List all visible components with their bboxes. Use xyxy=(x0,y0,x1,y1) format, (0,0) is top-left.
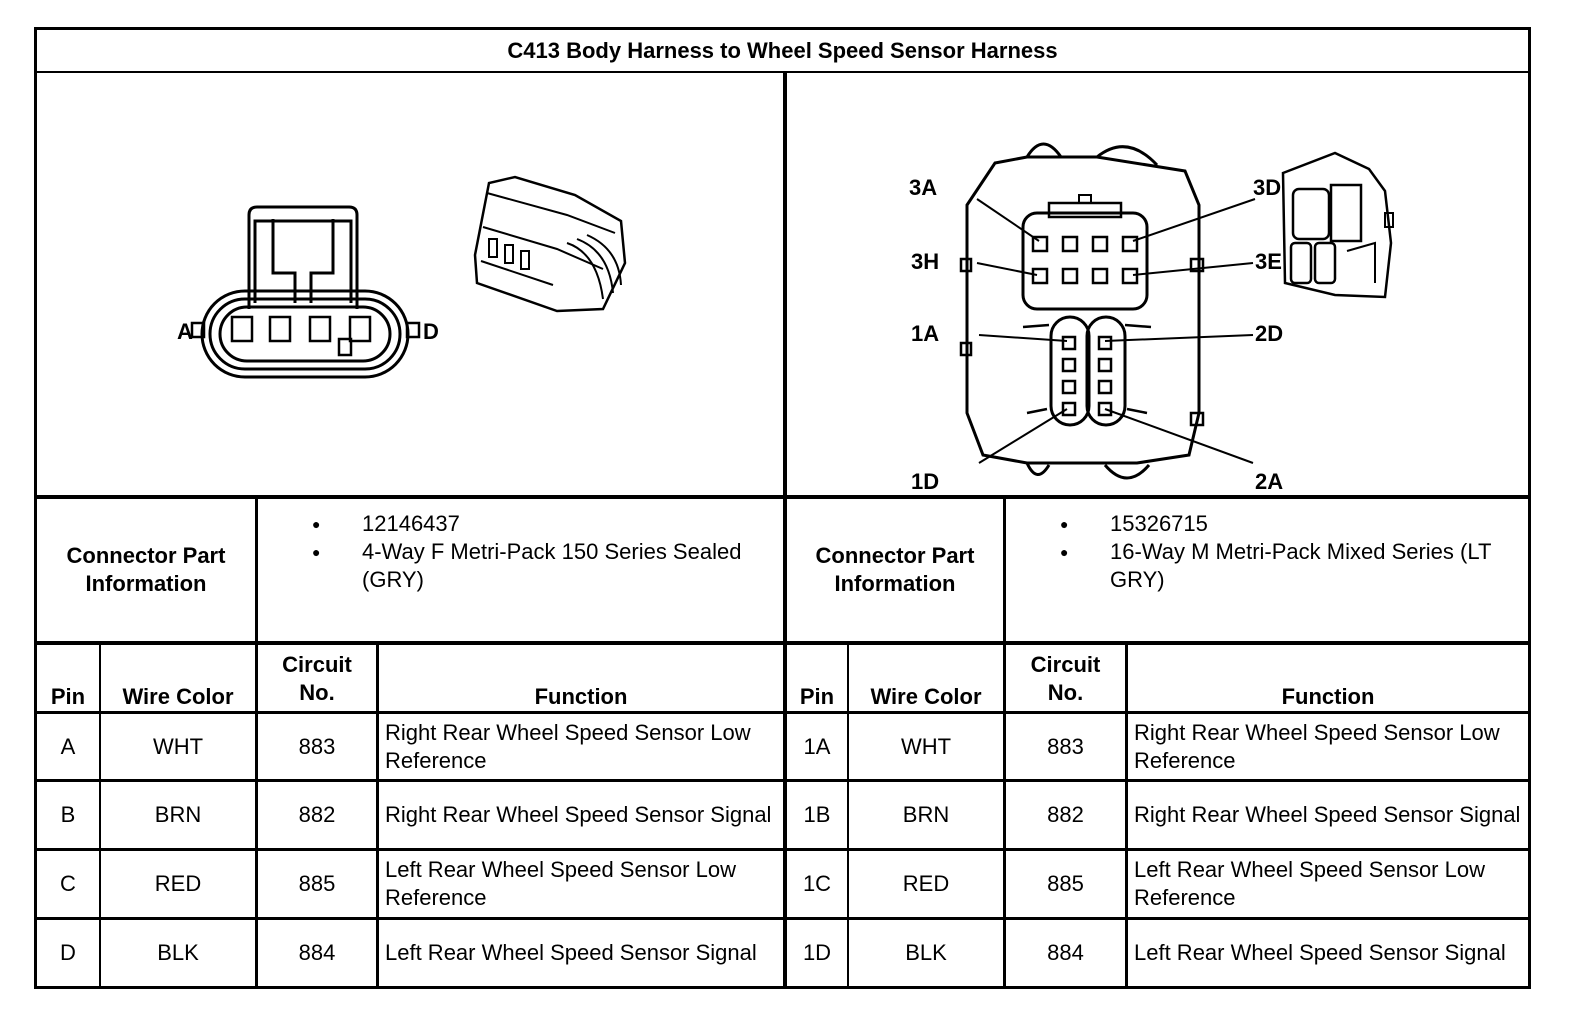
left-row-2-pin: B xyxy=(60,802,76,827)
left-row-1-function: Right Rear Wheel Speed Sensor Low Refere… xyxy=(385,719,751,773)
pin-label-2d: 2D xyxy=(1255,321,1283,346)
right-part-description: 16-Way M Metri-Pack Mixed Series (LT GRY… xyxy=(1006,538,1528,594)
right-row-3-pin: 1C xyxy=(802,871,832,896)
right-row-4-pin: 1D xyxy=(802,940,832,965)
rule-row3 xyxy=(37,917,1528,920)
left-row-2-function: Right Rear Wheel Speed Sensor Signal xyxy=(385,802,772,827)
right-row-3-function: Left Rear Wheel Speed Sensor Low Referen… xyxy=(1134,857,1485,910)
right-row-2-function: Right Rear Wheel Speed Sensor Signal xyxy=(1134,802,1521,827)
rule-right-info xyxy=(1003,495,1006,986)
right-row-1-pin: 1A xyxy=(803,733,831,759)
left-header-function: Function xyxy=(534,684,628,709)
left-connector-info: 12146437 4-Way F Metri-Pack 150 Series S… xyxy=(258,510,783,641)
pin-label-d: D xyxy=(423,319,439,344)
left-row-4-function: Left Rear Wheel Speed Sensor Signal xyxy=(385,940,757,965)
left-row-1-circuit: 883 xyxy=(298,733,336,759)
right-row-1-circuit: 883 xyxy=(1047,733,1084,759)
left-header-circuit: Circuit No. xyxy=(282,652,352,705)
right-header-pin: Pin xyxy=(799,684,835,709)
right-row-4-function: Left Rear Wheel Speed Sensor Signal xyxy=(1134,940,1506,965)
left-header-pin: Pin xyxy=(50,684,86,709)
rule-row2 xyxy=(37,848,1528,851)
right-connector-info: 15326715 16-Way M Metri-Pack Mixed Serie… xyxy=(1006,510,1528,641)
left-row-4-pin: D xyxy=(60,940,76,965)
right-part-number: 15326715 xyxy=(1006,510,1528,538)
left-part-description: 4-Way F Metri-Pack 150 Series Sealed (GR… xyxy=(258,538,783,594)
left-row-3-circuit: 885 xyxy=(298,871,336,896)
left-row-2-circuit: 882 xyxy=(298,802,336,827)
rule-title xyxy=(37,71,1528,73)
right-header-function: Function xyxy=(1281,684,1375,709)
left-row-4-circuit: 884 xyxy=(298,940,336,965)
right-header-wire-color: Wire Color xyxy=(870,684,982,709)
pin-label-a: A xyxy=(177,319,193,344)
right-row-2-wire-color: BRN xyxy=(902,802,950,827)
left-part-number: 12146437 xyxy=(258,510,783,538)
left-row-3-function: Left Rear Wheel Speed Sensor Low Referen… xyxy=(385,857,736,910)
right-row-1-wire-color: WHT xyxy=(900,733,952,759)
right-header-circuit: Circuit No. xyxy=(1030,652,1101,705)
left-row-1-wire-color: WHT xyxy=(152,733,204,759)
right-row-4-circuit: 884 xyxy=(1047,940,1084,965)
right-row-3-wire-color: RED xyxy=(902,871,950,896)
rule-row1 xyxy=(37,779,1528,782)
rule-left-info xyxy=(255,495,258,986)
rule-left-pin xyxy=(99,641,101,986)
pin-label-3h: 3H xyxy=(911,249,939,274)
left-row-2-wire-color: BRN xyxy=(154,802,202,827)
pin-label-3a: 3A xyxy=(909,175,937,200)
pin-label-2a: 2A xyxy=(1255,469,1283,494)
connector-sheet: C413 Body Harness to Wheel Speed Sensor … xyxy=(34,27,1531,989)
right-connector-info-label: Connector Part Information xyxy=(815,543,975,596)
right-row-2-circuit: 882 xyxy=(1047,802,1084,827)
pin-label-1a: 1A xyxy=(911,321,939,346)
pin-label-1d: 1D xyxy=(911,469,939,494)
rule-left-circuit xyxy=(376,641,379,986)
pin-label-3d: 3D xyxy=(1253,175,1281,200)
right-row-4-wire-color: BLK xyxy=(905,940,947,965)
left-connector-info-label: Connector Part Information xyxy=(66,543,226,596)
rule-right-circuit xyxy=(1125,641,1128,986)
pin-label-3e: 3E xyxy=(1255,249,1282,274)
rule-info xyxy=(37,641,1528,645)
rule-header xyxy=(37,711,1528,714)
page-title: C413 Body Harness to Wheel Speed Sensor … xyxy=(507,37,1058,63)
connector-4way-illustration: A D xyxy=(177,175,627,379)
left-header-wire-color: Wire Color xyxy=(122,684,234,709)
right-row-1-function: Right Rear Wheel Speed Sensor Low Refere… xyxy=(1134,719,1500,773)
left-row-3-wire-color: RED xyxy=(154,871,202,896)
left-row-3-pin: C xyxy=(60,871,76,896)
left-row-1-pin: A xyxy=(60,733,76,759)
rule-right-pin xyxy=(847,641,849,986)
left-row-4-wire-color: BLK xyxy=(157,940,199,965)
connector-16way-illustration: 3A 3D 3H 3E 1A 2D 1D 2A xyxy=(909,142,1394,494)
right-row-3-circuit: 885 xyxy=(1047,871,1084,896)
right-row-2-pin: 1B xyxy=(803,802,831,827)
rule-image xyxy=(37,495,1528,499)
rule-center xyxy=(783,71,787,986)
